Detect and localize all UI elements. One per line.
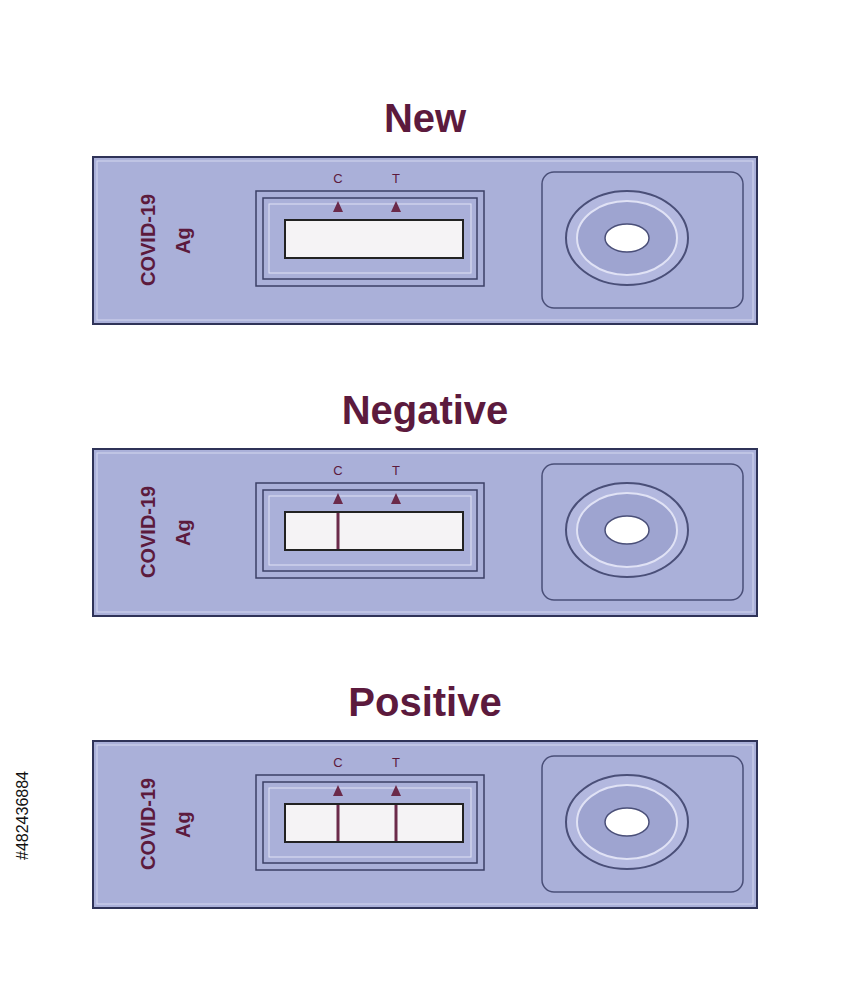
line-letter: C [333,755,342,770]
line-letter: T [392,463,400,478]
stock-id: #482436884 [14,771,32,860]
marker-arrow [333,493,343,504]
marker-arrow [391,785,401,796]
cassette-heading: Positive [348,680,501,725]
device-label: Ag [172,519,195,546]
line-letter: C [333,463,342,478]
device-label: Ag [172,811,195,838]
device-label: COVID-19 [137,778,160,870]
cassette-heading: Negative [342,388,509,433]
cassette-heading: New [384,96,466,141]
marker-arrow [333,785,343,796]
window-frame [255,774,485,871]
window-frame [255,190,485,287]
device-label: COVID-19 [137,486,160,578]
marker-arrow [391,201,401,212]
line-letter: C [333,171,342,186]
result-line [337,805,340,841]
window-frame [255,482,485,579]
line-letter: T [392,171,400,186]
marker-arrow [333,201,343,212]
result-window: CT [255,482,485,579]
result-line [395,805,398,841]
device-label: COVID-19 [137,194,160,286]
line-letter: T [392,755,400,770]
test-cassette: NegativeCOVID-19AgCT [92,448,758,617]
marker-arrow [391,493,401,504]
result-window: CT [255,190,485,287]
test-cassette: PositiveCOVID-19AgCT [92,740,758,909]
result-line [337,513,340,549]
device-label: Ag [172,227,195,254]
test-cassette: NewCOVID-19AgCT [92,156,758,325]
result-window: CT [255,774,485,871]
